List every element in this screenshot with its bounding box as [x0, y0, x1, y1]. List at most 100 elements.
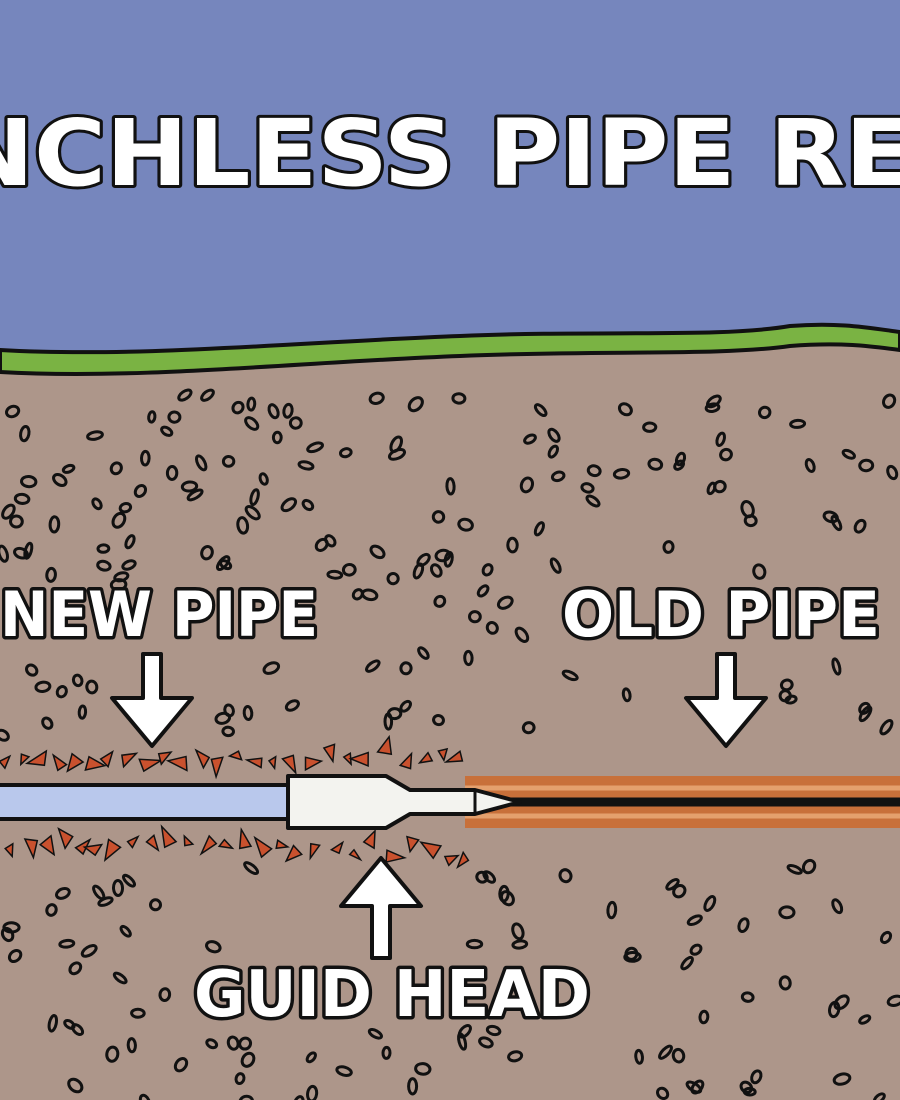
pebble [662, 540, 675, 554]
pebble [219, 559, 233, 571]
pebble [689, 943, 703, 956]
old-pipe-label: OLD PIPE [562, 578, 880, 651]
pebble [365, 659, 381, 673]
pebble [511, 939, 529, 950]
pebble [236, 516, 250, 535]
debris-shard [19, 753, 31, 767]
debris-shard [284, 844, 303, 863]
pebble [167, 410, 182, 424]
pebble [832, 1072, 852, 1086]
debris-shard [385, 849, 407, 864]
pebble [249, 488, 260, 506]
debris-shard [217, 838, 235, 850]
debris-shard [160, 824, 178, 849]
debris-shard [376, 734, 393, 756]
pebble [547, 444, 560, 459]
pebble [432, 714, 445, 727]
pebble [244, 416, 260, 431]
pebble [429, 563, 443, 578]
pebble [801, 858, 817, 875]
pebble [221, 725, 235, 738]
pebble [180, 480, 199, 493]
pebble [673, 459, 685, 471]
pebble [133, 484, 148, 498]
pebble [580, 482, 595, 494]
pebble [586, 464, 602, 478]
pebble [672, 884, 687, 899]
pebble [20, 474, 38, 489]
pebble [674, 451, 687, 467]
pebble [482, 870, 497, 884]
pebble [882, 393, 897, 409]
pebble [740, 991, 755, 1003]
pebble [463, 649, 474, 667]
debris-shard [443, 854, 460, 867]
guide-head-label: GUID HEAD [194, 958, 590, 1032]
pebble [558, 868, 573, 884]
pebble [85, 679, 99, 695]
pebble [680, 955, 694, 971]
pebble [533, 403, 548, 418]
pebble [243, 861, 260, 876]
pebble [109, 461, 123, 476]
pebble [831, 657, 842, 676]
pebble [369, 544, 386, 560]
soil-pebbles [0, 388, 900, 1100]
pebble [386, 707, 403, 721]
pebble [292, 1095, 305, 1100]
pebble [778, 689, 792, 703]
pebble [686, 914, 703, 926]
pebble [301, 498, 315, 512]
grass [0, 322, 900, 377]
pebble [194, 454, 208, 472]
debris-shard [24, 749, 48, 767]
debris-shard [210, 756, 224, 780]
pebble [324, 534, 337, 548]
pebble [858, 705, 873, 723]
pebble [262, 661, 281, 675]
debris-shard [199, 834, 218, 856]
pebble [704, 402, 721, 413]
debris-shard [138, 758, 164, 773]
pebble [165, 465, 179, 481]
pebble [25, 663, 39, 677]
pebble [160, 425, 174, 437]
pebble [521, 721, 536, 735]
debris-shard [145, 833, 160, 853]
pebble [703, 895, 717, 912]
pebble [55, 685, 68, 699]
pebble [698, 1009, 710, 1025]
debris-shard [126, 834, 140, 849]
pebble [234, 1072, 246, 1086]
pebble [779, 678, 794, 692]
pebble [485, 621, 499, 635]
pebble [68, 961, 83, 976]
debris-shard [157, 751, 173, 766]
pebble [457, 1032, 468, 1051]
pebble [71, 673, 84, 688]
debris-shard [84, 755, 107, 772]
debris-shard [417, 751, 434, 764]
pebble [822, 510, 839, 524]
pebble [758, 405, 772, 420]
pebble [96, 559, 112, 572]
debris-shard [238, 827, 253, 850]
pebble [737, 917, 750, 933]
pebble [23, 541, 34, 560]
pebble [7, 948, 23, 964]
pebble [282, 402, 294, 419]
arrow-down-icon [684, 652, 768, 748]
debris-shard [51, 753, 68, 772]
pebble [238, 1094, 255, 1100]
pebble [326, 569, 344, 580]
debris-shard [183, 834, 195, 847]
debris-shard [406, 835, 420, 854]
pebble [306, 1084, 319, 1100]
pebble [752, 563, 767, 580]
pebble [414, 1062, 432, 1076]
pebble [205, 1038, 219, 1050]
pebble [158, 987, 172, 1002]
pebble [778, 975, 792, 991]
pebble [13, 546, 29, 560]
debris-shard [398, 751, 413, 770]
